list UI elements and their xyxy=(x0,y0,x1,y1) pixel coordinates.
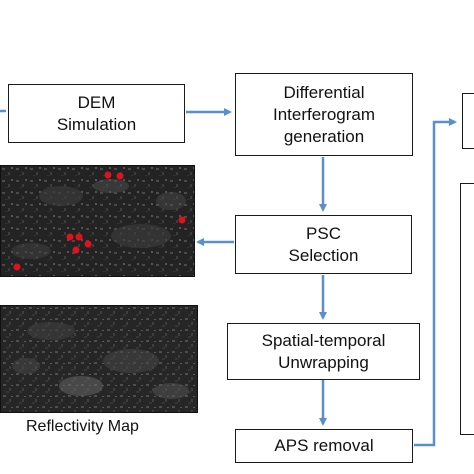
psc-line-2: Selection xyxy=(288,245,359,265)
psc-marker xyxy=(66,233,74,241)
sar-reflectivity-image-icon xyxy=(1,306,197,412)
psc-marker xyxy=(116,172,124,180)
sar-image-with-red-psc-markers-icon xyxy=(1,166,194,276)
psc-marker xyxy=(84,240,92,248)
interferogram-line-3: generation xyxy=(283,126,365,146)
right-top-box xyxy=(462,93,474,149)
aps-line-1: APS removal xyxy=(274,436,374,455)
interferogram-line-1: Differential xyxy=(283,82,365,102)
interferogram-line-2: Interferogram xyxy=(272,104,376,124)
dem-line-2: Simulation xyxy=(56,114,137,134)
dem-line-1: DEM xyxy=(77,92,116,112)
psc-selection-box: PSC Selection xyxy=(235,215,412,274)
arrow-aps-to-right-column xyxy=(414,118,457,447)
psc-line-1: PSC xyxy=(306,223,341,243)
unwrapping-line-2: Unwrapping xyxy=(278,352,369,372)
psc-marker xyxy=(75,233,83,241)
psc-marker xyxy=(104,171,112,179)
reflectivity-sar-image xyxy=(0,305,198,413)
unwrapping-line-1: Spatial-temporal xyxy=(261,330,386,350)
psc-sar-image xyxy=(0,165,195,277)
dem-simulation-box: DEM Simulation xyxy=(8,84,185,143)
aps-removal-box: APS removal xyxy=(235,429,413,463)
interferogram-generation-box: Differential Interferogram generation xyxy=(235,73,413,156)
unwrapping-box: Spatial-temporal Unwrapping xyxy=(227,323,420,380)
right-tall-box xyxy=(460,183,474,435)
psc-marker xyxy=(72,246,80,254)
psc-marker xyxy=(178,216,186,224)
reflectivity-map-caption: Reflectivity Map xyxy=(26,418,139,435)
psc-marker xyxy=(13,263,21,271)
